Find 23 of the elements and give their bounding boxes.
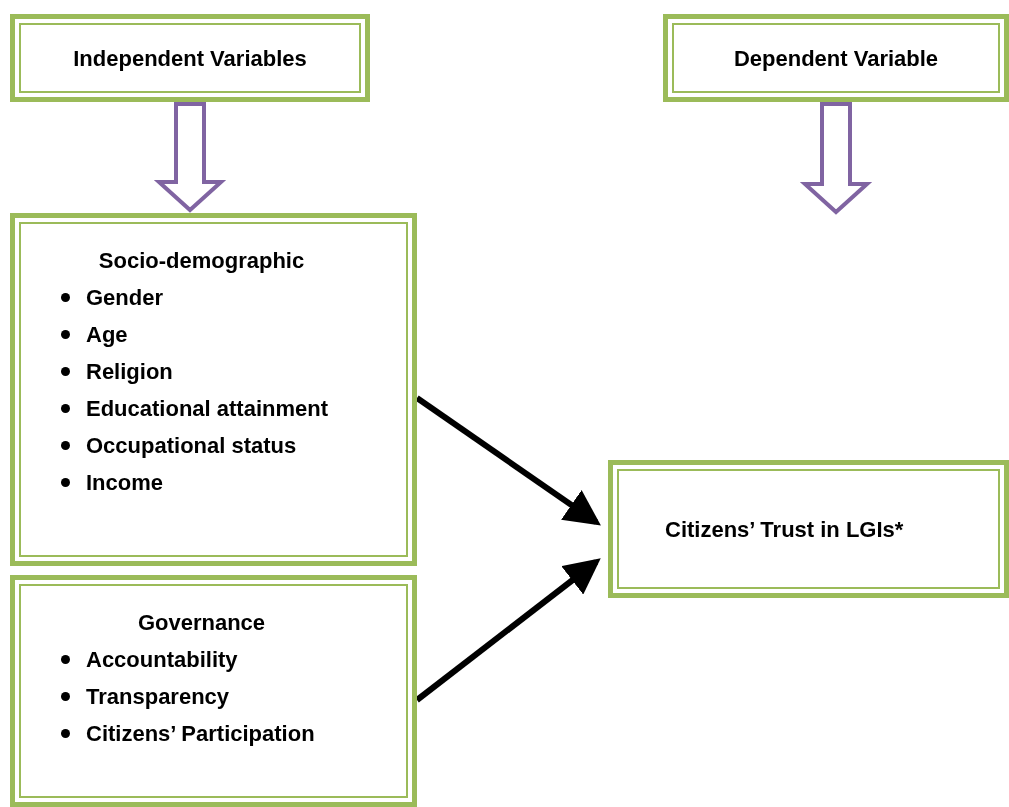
variable-box: [10, 575, 417, 807]
list-item: Religion: [86, 358, 173, 386]
list-item: Occupational status: [86, 432, 297, 460]
list-item: Income: [86, 469, 164, 497]
list-item: Transparency: [86, 683, 230, 711]
box-label: Independent Variables: [73, 44, 307, 73]
list-item: Accountability: [86, 646, 238, 674]
hollow-arrow: [153, 102, 227, 213]
header-box: [10, 14, 370, 102]
list-item: Educational attainment: [86, 395, 329, 423]
variable-box: [10, 213, 417, 566]
arrow: [415, 395, 601, 526]
hollow-arrow: [799, 102, 873, 215]
box-label: Citizens’ Trust in LGIs*: [665, 515, 904, 544]
list-item: Age: [86, 321, 128, 349]
header-box: [663, 14, 1009, 102]
box-heading: Governance: [136, 609, 267, 637]
box-label: Dependent Variable: [733, 44, 939, 73]
box-heading: Socio-demographic: [97, 247, 306, 275]
list-item: Citizens’ Participation: [86, 720, 315, 748]
arrow: [415, 558, 601, 703]
outcome-box: [608, 460, 1009, 598]
list-item: Gender: [86, 284, 164, 312]
